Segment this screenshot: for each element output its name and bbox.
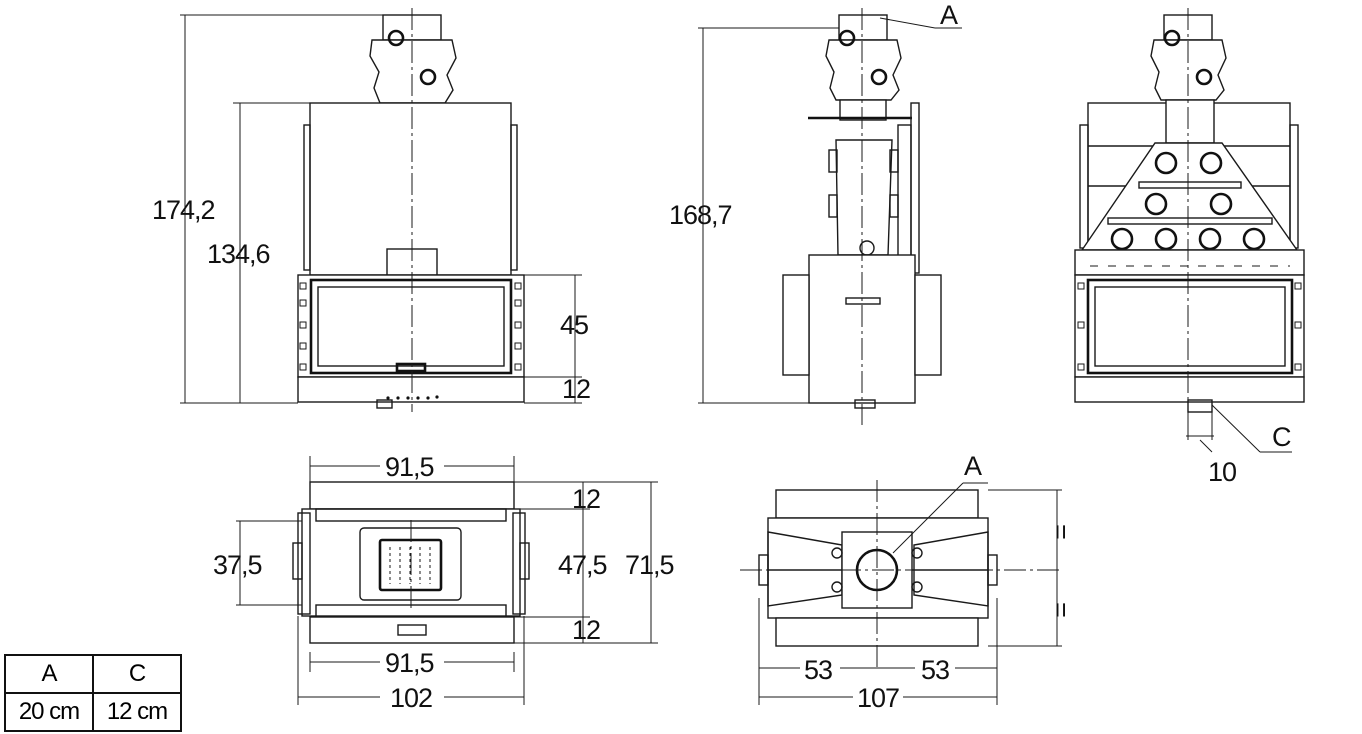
label-top-flue: A: [964, 451, 982, 481]
label-side-flue: A: [940, 0, 958, 30]
dim-rear-outlet: 10: [1208, 457, 1236, 487]
plan-view: [236, 456, 658, 705]
table-cell-c: 12 cm: [92, 692, 182, 732]
dim-glass-height: 45: [560, 310, 588, 340]
dim-plan-bottom-front: 12: [572, 615, 600, 645]
dim-body-height: 134,6: [207, 239, 270, 269]
dim-plan-total-depth: 71,5: [625, 550, 674, 580]
dim-top-half-right: 53: [921, 655, 949, 685]
dim-plan-total-width: 102: [390, 683, 432, 713]
dim-top-total-width: 107: [857, 683, 899, 713]
dim-plan-bottom-width: 91,5: [385, 648, 434, 678]
table-header-a: A: [4, 654, 94, 694]
table-cell-a: 20 cm: [4, 692, 94, 732]
dim-top-equal-lower: =: [1046, 602, 1076, 617]
front-view: [180, 8, 582, 412]
rear-view: [1074, 8, 1305, 453]
dim-base-height: 12: [562, 374, 590, 404]
dim-plan-mid-depth: 47,5: [558, 550, 607, 580]
table-row: 20 cm 12 cm: [4, 692, 182, 732]
dim-side-total-height: 168,7: [669, 200, 732, 230]
side-view: [698, 8, 962, 425]
dim-total-height: 174,2: [152, 195, 215, 225]
table-header-c: C: [92, 654, 182, 694]
top-view: [740, 480, 1062, 705]
table-header-row: A C: [4, 654, 182, 694]
dim-plan-left-depth: 37,5: [213, 550, 262, 580]
dim-top-equal-upper: =: [1046, 524, 1076, 539]
dim-plan-top-width: 91,5: [385, 452, 434, 482]
dim-top-half-left: 53: [804, 655, 832, 685]
dim-plan-top-front: 12: [572, 484, 600, 514]
label-rear-outlet: C: [1272, 422, 1291, 452]
flue-diameter-table: A C 20 cm 12 cm: [4, 654, 182, 732]
